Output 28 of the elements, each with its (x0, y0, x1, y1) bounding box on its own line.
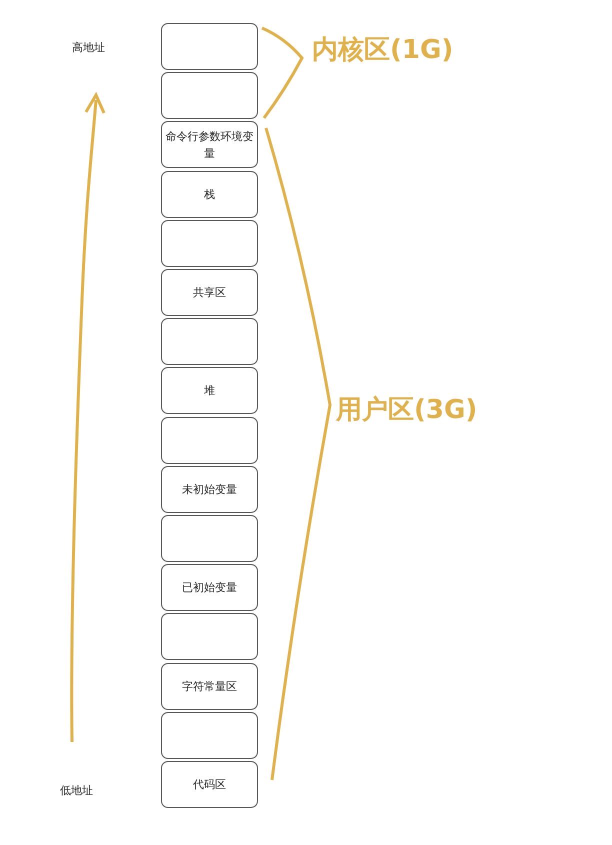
segment-name: 共享区 (192, 285, 227, 301)
segment-name: 堆 (203, 383, 216, 400)
memory-segment-box (161, 269, 258, 316)
segment-name: 未初始变量 (181, 482, 238, 498)
memory-segment-box (161, 515, 258, 562)
segment-name: 命令行参数环境变量 (164, 128, 254, 162)
address-label: 高地址 (72, 40, 105, 55)
memory-segment-box (161, 121, 258, 168)
segment-name: 栈 (203, 186, 216, 203)
memory-segment-box (161, 318, 258, 366)
memory-segment-box (161, 367, 258, 414)
address-label: 低地址 (60, 783, 93, 798)
memory-segment-box (161, 170, 258, 218)
memory-segment-box (161, 72, 258, 120)
memory-segment-box (161, 416, 258, 464)
memory-segment-box (161, 23, 258, 70)
memory-segment-box (161, 712, 258, 759)
segment-name: 字符常量区 (181, 678, 238, 695)
memory-segment-box (161, 662, 258, 710)
memory-segment-box (161, 220, 258, 267)
segment-name: 已初始变量 (181, 580, 238, 596)
region-label: 用户区(3G) (336, 394, 478, 427)
region-label: 内核区(1G) (312, 34, 454, 67)
memory-segment-box (161, 466, 258, 513)
segment-name: 代码区 (192, 777, 227, 793)
memory-segment-box (161, 761, 258, 808)
memory-segment-box (161, 613, 258, 660)
memory-segment-box (161, 564, 258, 612)
